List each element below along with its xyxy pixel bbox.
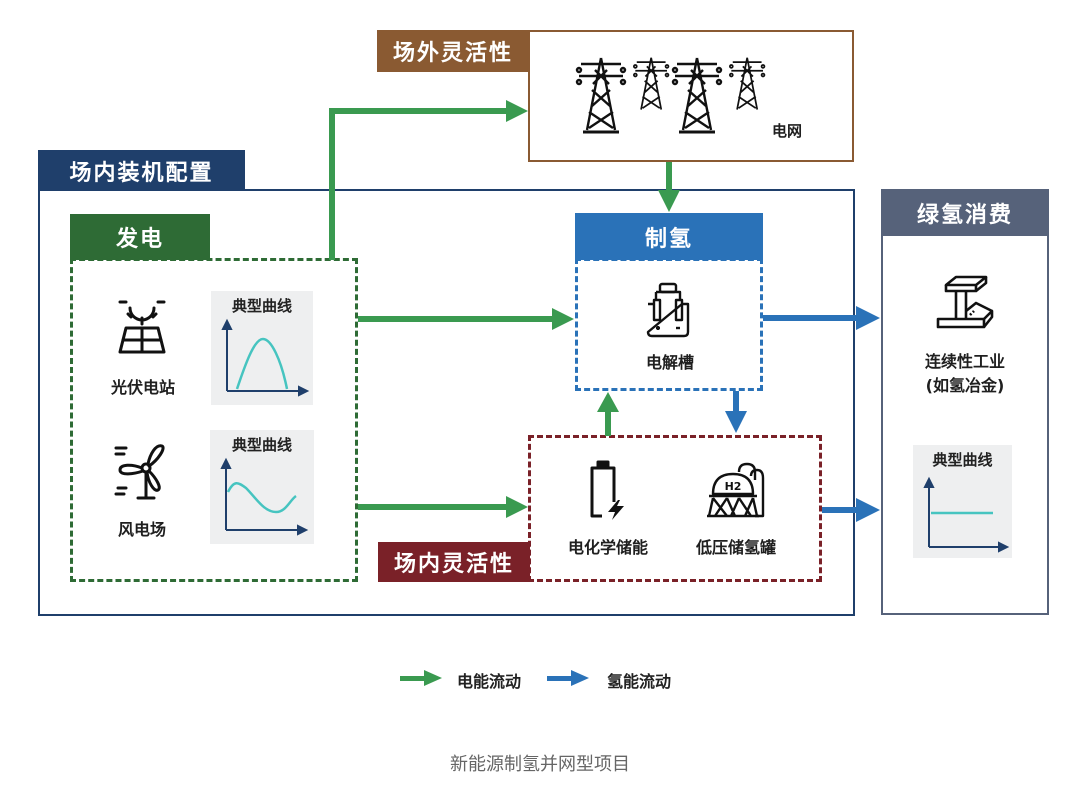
- onsite-flexibility-tag: 场内灵活性: [378, 542, 530, 582]
- arrow-storage-to-consumption: [822, 498, 880, 522]
- grid-box: [528, 30, 854, 162]
- x-axis-arrow: [998, 541, 1010, 553]
- hydrogen-tank-icon: H2: [707, 462, 765, 518]
- y-axis-arrow: [923, 476, 935, 488]
- onsite-config-box: [38, 189, 855, 616]
- y-axis-arrow: [220, 457, 232, 469]
- consumption-curve-card: 典型曲线: [913, 445, 1012, 558]
- y-axis-arrow: [221, 318, 233, 330]
- wind-curve-chart: [220, 457, 309, 536]
- legend-electric-arrow: [400, 670, 442, 686]
- arrow-generation-to-storage: [358, 496, 528, 518]
- x-axis-arrow: [297, 524, 309, 536]
- solar-curve-line: [235, 337, 289, 390]
- solar-panel-icon: [118, 300, 166, 354]
- electrolyzer-icon: [646, 282, 690, 338]
- legend-hydrogen-label: 氢能流动: [607, 672, 672, 691]
- hydrogen-production-tag: 制氢: [575, 213, 763, 260]
- wind-curve-line: [226, 482, 297, 514]
- steel-beam-icon: [936, 275, 994, 329]
- arrow-storage-to-electrolyzer: [597, 392, 619, 436]
- arrow-generation-to-electrolyzer: [358, 308, 574, 330]
- solar-curve-card: 典型曲线: [211, 291, 313, 405]
- arrow-grid-to-electrolyzer: [658, 162, 680, 212]
- arrow-generation-to-grid: [329, 100, 528, 260]
- wind-turbine-icon: [114, 444, 165, 500]
- solar-curve-chart: [221, 318, 310, 397]
- wind-curve-card: 典型曲线: [210, 430, 314, 544]
- consumption-tag: 绿氢消费: [881, 189, 1049, 236]
- wind-curve-title: 典型曲线: [231, 436, 292, 454]
- legend-electric-label: 电能流动: [457, 672, 522, 691]
- electrolyzer-label: 电解槽: [645, 353, 694, 372]
- onsite-config-tag: 场内装机配置: [38, 150, 245, 191]
- consumption-curve-title: 典型曲线: [932, 451, 993, 469]
- grid-label: 电网: [772, 122, 803, 140]
- continuous-industry-label: 连续性工业: [924, 352, 1005, 371]
- legend-hydrogen-arrow: [547, 670, 589, 686]
- arrow-electrolyzer-to-tank: [725, 391, 747, 433]
- wind-farm-label: 风电场: [117, 520, 166, 539]
- battery-charging-icon: [590, 460, 624, 520]
- generation-box: [70, 258, 358, 582]
- onsite-flexibility-box: [528, 435, 822, 582]
- solar-station-label: 光伏电站: [110, 378, 175, 397]
- figure-caption: 新能源制氢并网型项目: [450, 754, 630, 775]
- battery-storage-label: 电化学储能: [567, 538, 648, 557]
- solar-curve-title: 典型曲线: [231, 297, 292, 315]
- arrow-electrolyzer-to-consumption: [763, 306, 880, 330]
- x-axis-arrow: [298, 385, 310, 397]
- hydrogen-tank-label: 低压储氢罐: [695, 538, 776, 557]
- power-tower-icon: [575, 57, 766, 134]
- generation-tag: 发电: [70, 214, 210, 260]
- hydrogen-metallurgy-label: (如氢冶金): [925, 376, 1005, 395]
- svg-text:H2: H2: [725, 480, 742, 493]
- offsite-flexibility-tag: 场外灵活性: [377, 30, 529, 72]
- consumption-curve-chart: [923, 476, 1010, 553]
